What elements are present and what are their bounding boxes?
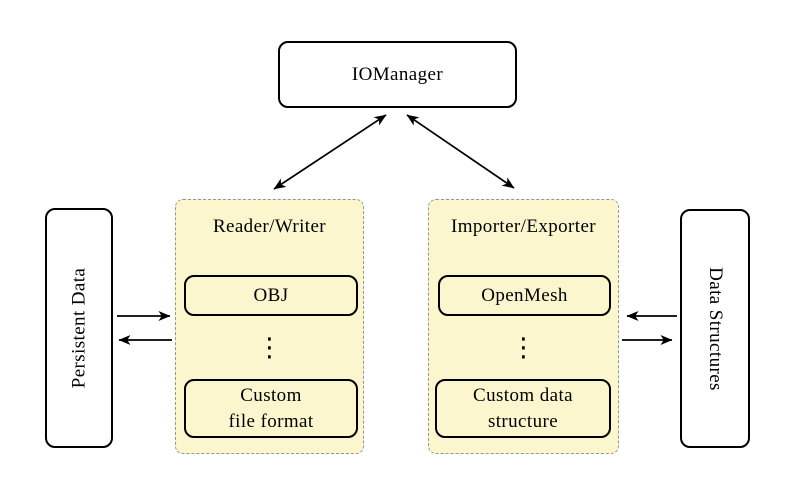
obj-node: OBJ — [184, 275, 358, 316]
obj-label: OBJ — [253, 284, 289, 306]
importer-exporter-group: Importer/Exporter OpenMesh ⋮ Custom data… — [428, 199, 619, 454]
importer-exporter-title: Importer/Exporter — [450, 216, 597, 237]
data-structures-node: Data Structures — [680, 209, 750, 448]
custom-file-format-line1: Custom — [240, 384, 302, 406]
custom-file-format-node: Custom file format — [184, 379, 358, 438]
custom-file-format-line2: file format — [228, 410, 314, 432]
custom-data-structure-node: Custom data structure — [435, 379, 611, 438]
reader-writer-group: Reader/Writer OBJ ⋮ Custom file format — [175, 199, 364, 454]
iomanager-label: IOManager — [351, 63, 444, 85]
persistent-data-label: Persistent Data — [68, 267, 90, 389]
openmesh-label: OpenMesh — [481, 284, 568, 306]
iomanager-node: IOManager — [278, 41, 517, 108]
custom-data-structure-line1: Custom data — [473, 384, 573, 406]
vdots-left: ⋮ — [256, 333, 283, 363]
arrow-iomanager-readerwriter — [273, 114, 387, 190]
data-structures-label: Data Structures — [705, 266, 726, 391]
persistent-data-node: Persistent Data — [45, 208, 113, 448]
custom-data-structure-line2: structure — [487, 410, 559, 432]
openmesh-node: OpenMesh — [438, 275, 611, 316]
arrow-iomanager-importerexporter — [406, 114, 515, 189]
reader-writer-title: Reader/Writer — [212, 216, 327, 237]
vdots-right: ⋮ — [510, 333, 537, 363]
